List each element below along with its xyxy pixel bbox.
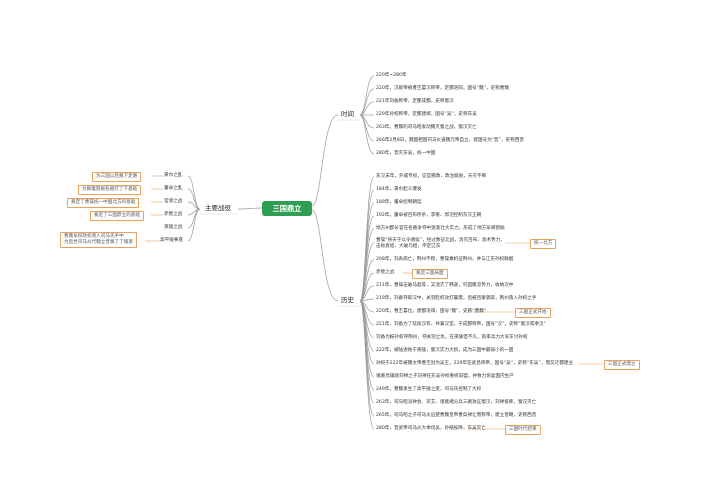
battle-note[interactable]: 奠定了三国鼎立的基础: [90, 211, 144, 221]
history-item[interactable]: 孙权于222年被魏文帝曹丕封为吴王，229年在武昌称帝，国号“吴”，史称“东吴”…: [376, 361, 574, 366]
branch-time[interactable]: 时间: [341, 110, 354, 118]
history-item[interactable]: 地方州郡长官在各路争夺中逐渐壮大实力，形成了地方军阀割据: [376, 226, 505, 231]
history-item[interactable]: 208年，刘表病亡，荆州不稳，曹操乘机征荆州，并与江东孙权联姻: [376, 257, 514, 262]
history-item[interactable]: 刘备为报孙权夺荆州，夺关羽之仇，在夷陵但不久，就率兵力大军东讨孙权: [376, 335, 528, 340]
history-item[interactable]: 280年，晋武帝司马炎大举伐吴，孙皓投降，东吴灭亡: [376, 426, 486, 431]
time-item[interactable]: 220年~280年: [376, 73, 407, 78]
battle-note[interactable]: 曹魏军权政权落入司马氏手中 为后世司马炎代魏立晋奠了了铺基: [60, 232, 137, 248]
battle-item[interactable]: 官渡之战: [164, 199, 183, 204]
battle-note[interactable]: 为群雄割据各路打了下基础: [78, 185, 142, 195]
branch-battles[interactable]: 主要战役: [205, 204, 231, 212]
history-item[interactable]: 诸葛亮辅助刘禅之子刘禅在东吴孙权重修旧盟，并致力恢复国内生产: [376, 374, 514, 379]
time-item[interactable]: 229年孙权称帝，定都建邺，国号“吴”，史称东吴: [376, 112, 477, 117]
history-item[interactable]: 265年，司马昭之子司马炎迫使曹魏皇帝曹奂禅让而称帝，建立晋朝，史称西晋: [376, 413, 537, 418]
history-item[interactable]: 211年，曹操击破马超等，又消灭了韩遂，巩固雍凉势力，收纳汉中: [376, 283, 514, 288]
battle-item[interactable]: 赤壁之战: [164, 212, 183, 217]
battle-note[interactable]: 奠定了曹操统一中国北方的基础: [67, 198, 140, 208]
history-item[interactable]: 220年，曹丕篡位，建都洛阳，国号“魏”，史称“曹魏”: [376, 309, 487, 314]
battle-item[interactable]: 董卓之乱: [164, 186, 183, 191]
history-item[interactable]: 189年，董卓控制朝廷: [376, 200, 422, 205]
history-item[interactable]: 184年，黄巾起义爆发: [376, 187, 422, 192]
time-item[interactable]: 221年刘备称帝，定都成都，史称蜀汉: [376, 99, 454, 104]
history-note[interactable]: 统一北方: [530, 239, 557, 249]
root-node[interactable]: 三国鼎立: [262, 201, 312, 216]
history-item[interactable]: 曹操“挟天子以令诸侯”，经过数征北战，消灭吕布、袁术势力， 击败袁绍、大破乌桓，…: [376, 238, 505, 249]
battle-item[interactable]: 夷陵之战: [164, 225, 183, 230]
time-item[interactable]: 280年，晋灭东吴，统一中国: [376, 151, 436, 156]
history-item[interactable]: 东汉末年，外戚专权，宦官擅政，政治腐败，天灾不断: [376, 174, 487, 179]
battle-item[interactable]: 黄巾之乱: [164, 173, 183, 178]
history-item[interactable]: 192年，董卓被吕布所杀，李傕、郭汜控制东汉王朝: [376, 213, 482, 218]
history-item[interactable]: 263年，司马昭派钟会、邓艾、诸葛绪分兵三路攻征蜀汉，刘禅投降，蜀汉灭亡: [376, 400, 537, 405]
history-item[interactable]: 219年，刘备夺取汉中，关羽趁机攻打襄樊，后被吕蒙袭取，荆州落入孙权之手: [376, 296, 537, 301]
battle-note[interactable]: 为三国以后奠下走路: [92, 172, 142, 182]
battle-item[interactable]: 高平陵事变: [160, 238, 183, 243]
time-item[interactable]: 263年，曹魏的司马昭发动魏灭蜀之战，蜀汉灭亡: [376, 125, 477, 130]
branch-history[interactable]: 历史: [341, 296, 354, 304]
history-item[interactable]: 赤壁之战: [376, 270, 395, 275]
history-item[interactable]: 221年，刘备为了延续汉祚，共兼汉室，于成都称帝，国号“汉”，史称“蜀汉或季汉”: [376, 322, 546, 327]
history-item[interactable]: 249年，曹魏发生了高平陵之变，司马氏控制了大权: [376, 387, 482, 392]
time-item[interactable]: 220年，汉献帝被曹丕篡汉称帝，定都洛阳，国号“魏”，史称曹魏: [376, 86, 509, 91]
history-note[interactable]: 三国正式鼎立: [604, 360, 640, 370]
time-item[interactable]: 266年2月8日，魏国相国司马炎逼魏元帝自立，建国号为“晋”，史称西晋: [376, 138, 525, 143]
history-item[interactable]: 222年，被陆逊败于夷陵，蜀汉实力大损，成为三国中最弱小的一国: [376, 348, 514, 353]
history-note[interactable]: 三国时代结束: [505, 425, 541, 435]
history-note[interactable]: 三国正式开始: [515, 308, 551, 318]
history-note[interactable]: 奠定三国局面: [412, 269, 448, 279]
